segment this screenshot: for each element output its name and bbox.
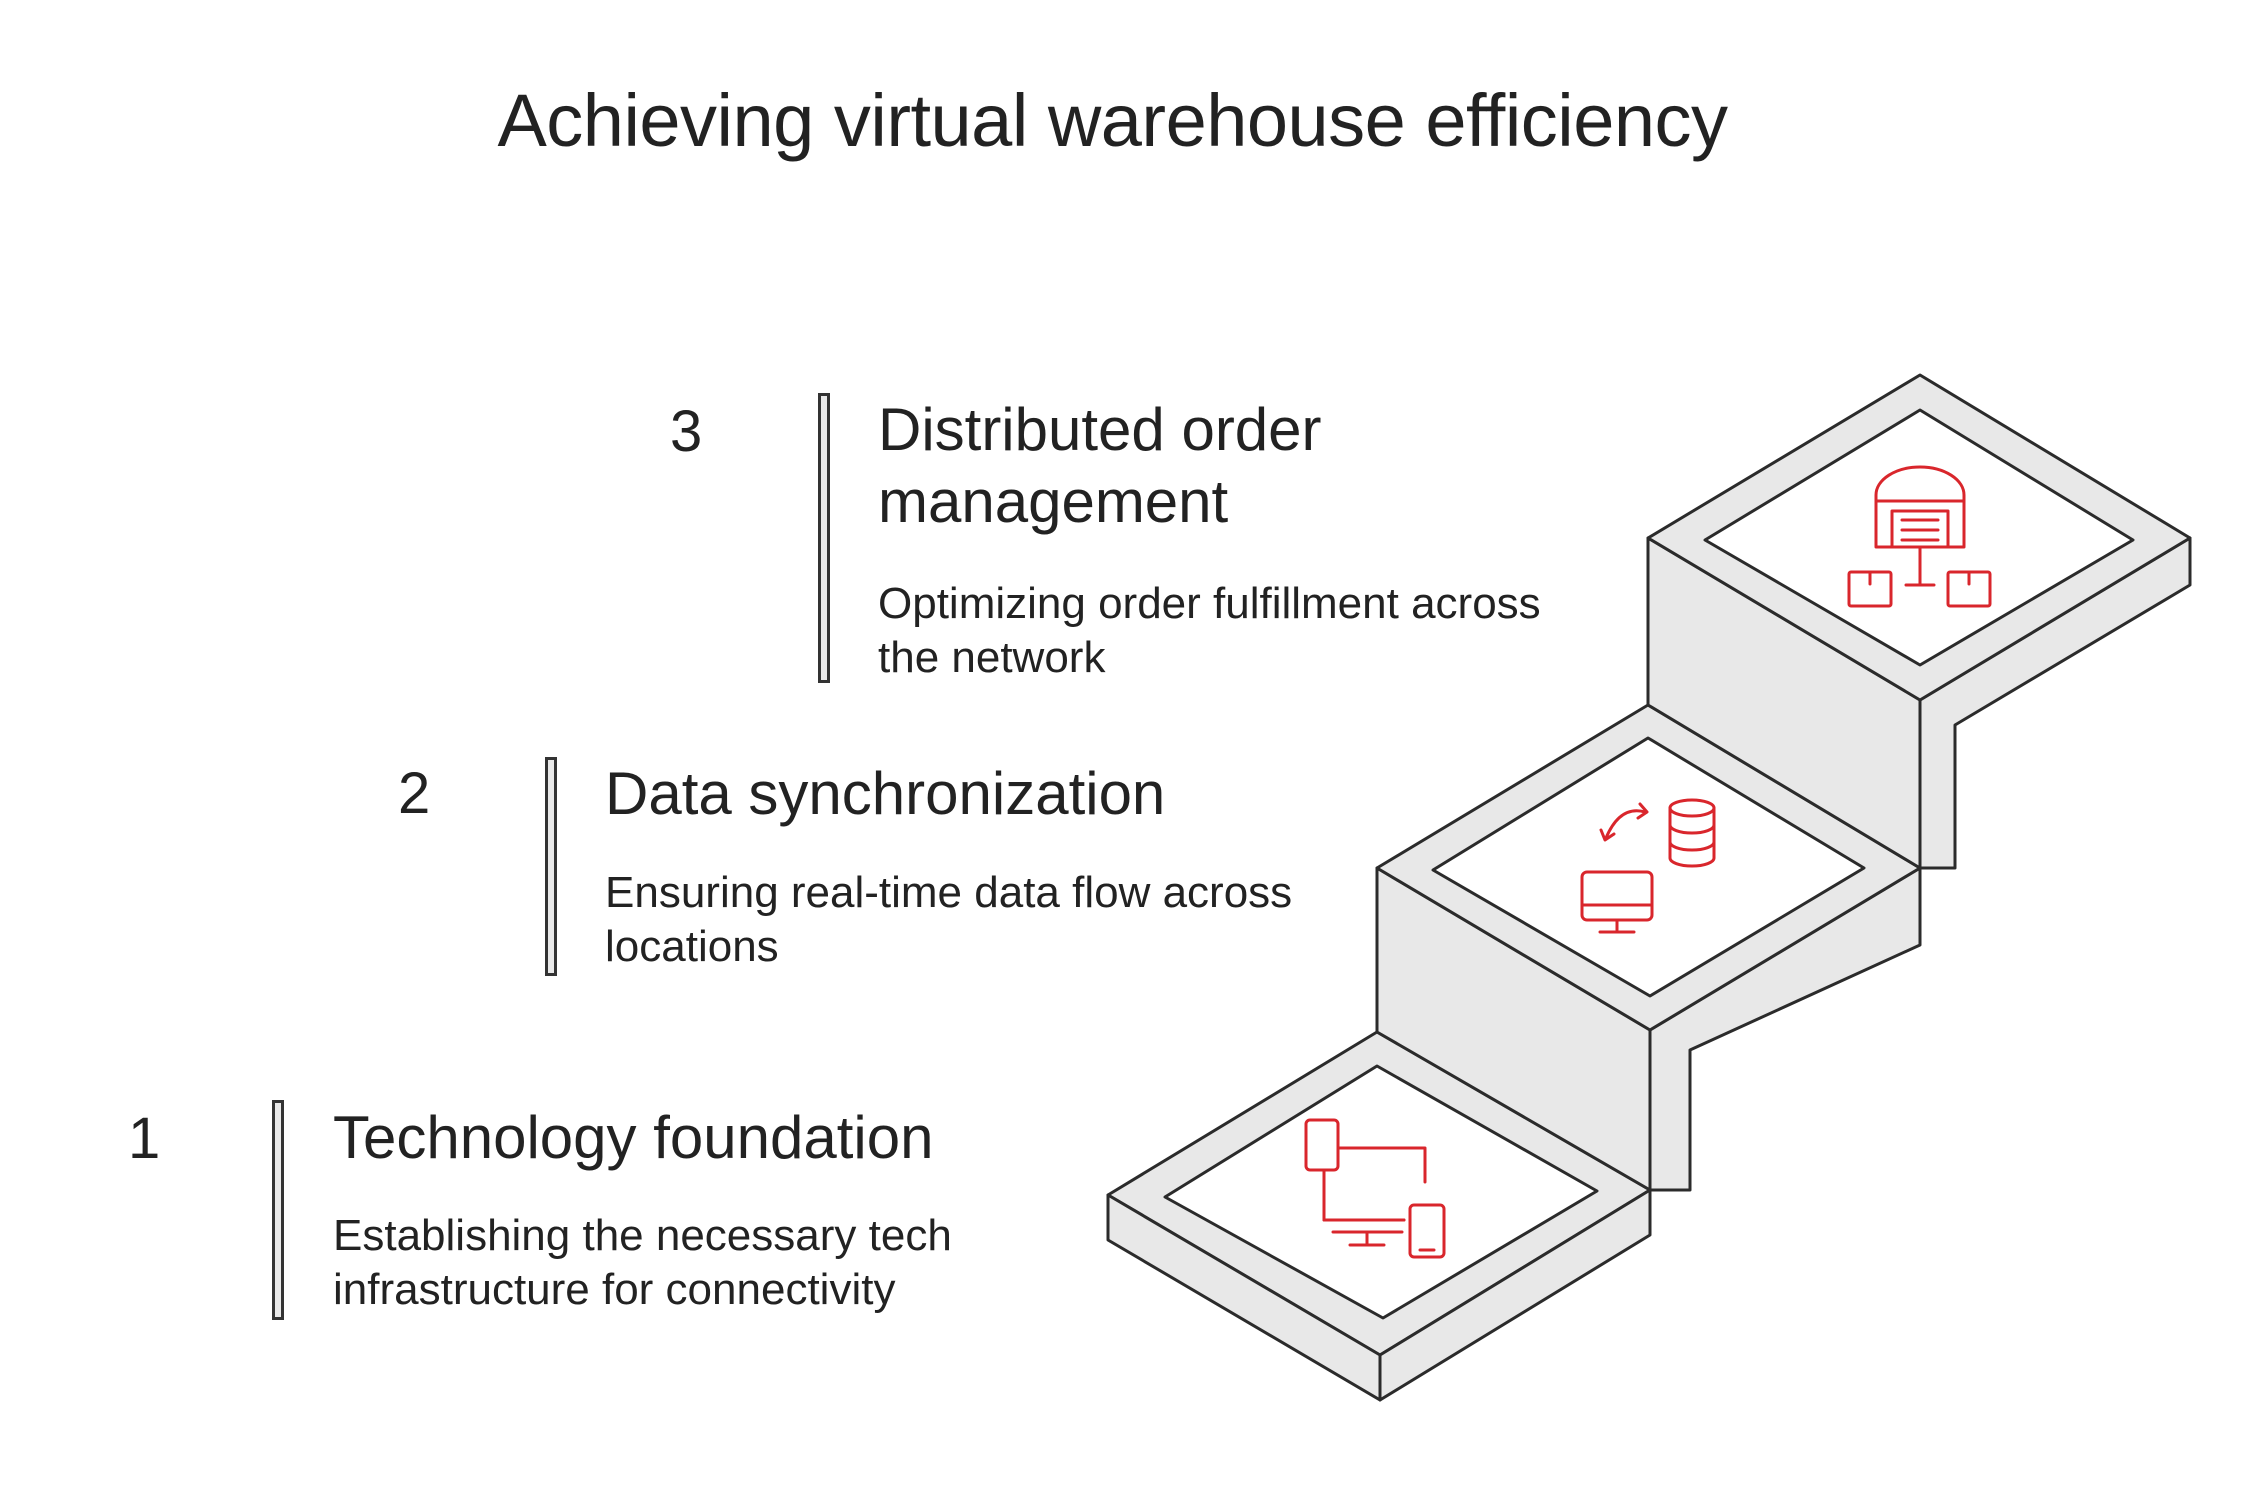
diagram-title: Achieving virtual warehouse efficiency — [497, 79, 1728, 162]
devices-network-icon — [1304, 1118, 1446, 1259]
step-1-bar — [272, 1100, 284, 1320]
warehouse-distribution-icon — [1847, 465, 1992, 608]
step-2-number: 2 — [398, 761, 431, 826]
step-3-bar — [818, 393, 830, 683]
step-3-description: Optimizing order fulfillment across the … — [878, 579, 1541, 682]
database-sync-icon — [1580, 798, 1716, 934]
step-1-title: Technology foundation — [333, 1104, 934, 1171]
step-2-title: Data synchronization — [605, 760, 1166, 827]
step-1-number: 1 — [128, 1106, 161, 1171]
step-3-title: Distributed order management — [878, 396, 1322, 535]
step-2-slab — [1375, 703, 1922, 1032]
step-2-bar — [545, 757, 557, 976]
step-3-number: 3 — [670, 399, 703, 464]
step-3-slab — [1646, 373, 2192, 702]
step-1-description: Establishing the necessary tech infrastr… — [333, 1211, 952, 1314]
step-2-description: Ensuring real-time data flow across loca… — [605, 868, 1293, 971]
